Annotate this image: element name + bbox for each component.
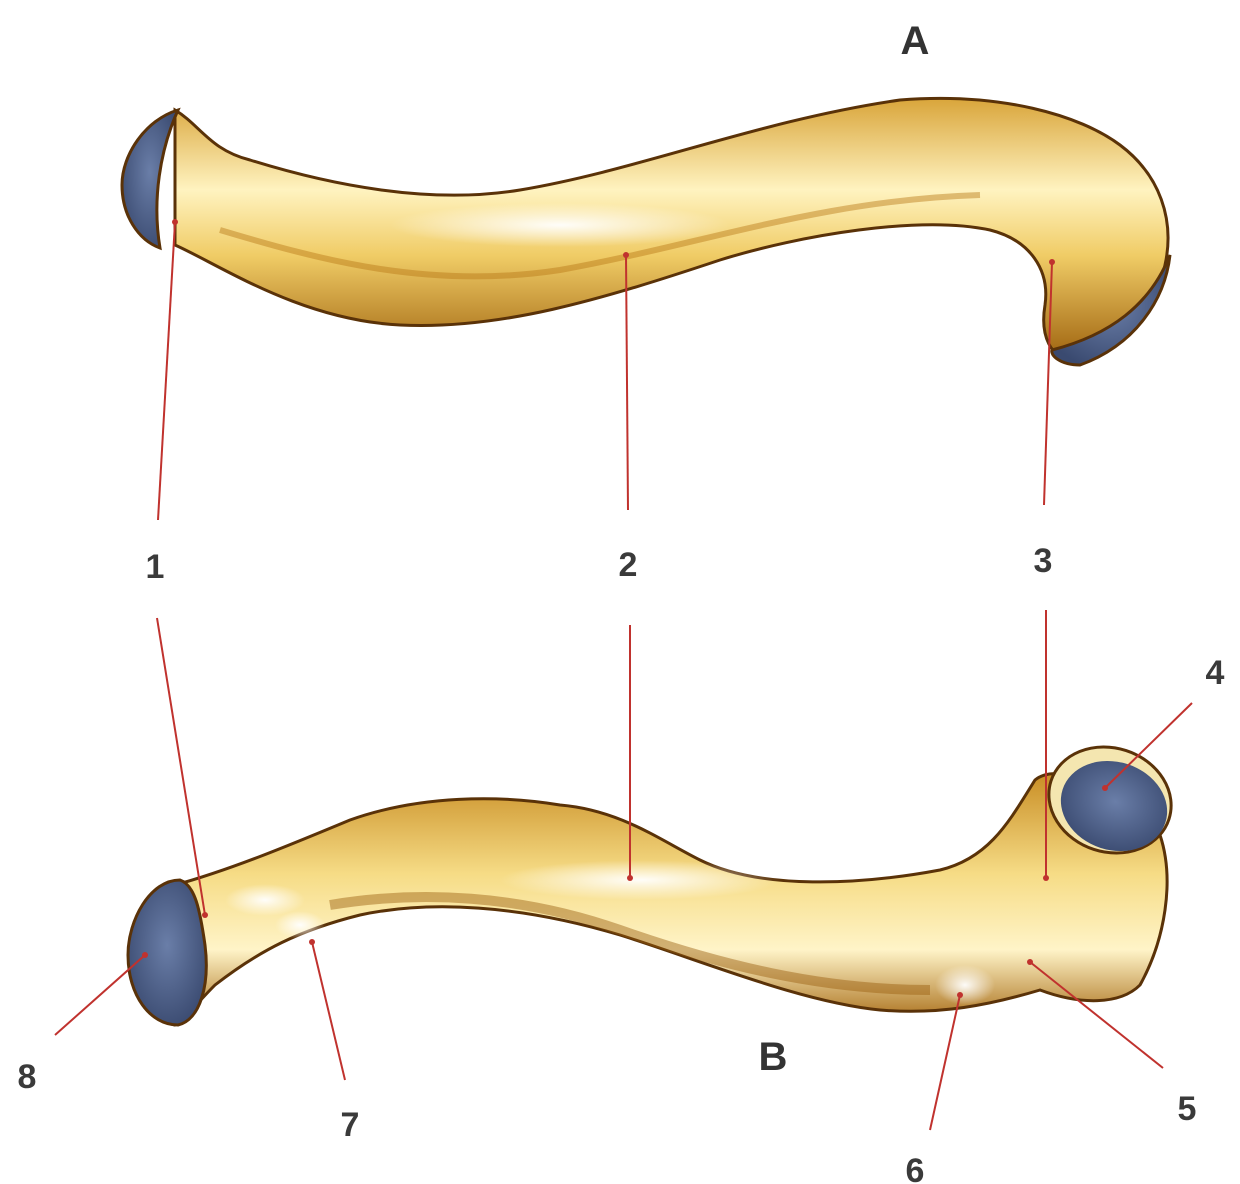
leader-2-a-dot bbox=[623, 252, 629, 258]
clavicle-b-highlight-impression bbox=[275, 911, 325, 939]
clavicle-view-b bbox=[128, 731, 1185, 1025]
clavicle-b-sternal-facet bbox=[128, 880, 206, 1025]
leader-1-b-dot bbox=[202, 912, 208, 918]
clavicle-view-a bbox=[122, 98, 1170, 365]
leader-7 bbox=[312, 942, 345, 1080]
label-1: 1 bbox=[146, 548, 165, 586]
clavicle-b-highlight-conoid bbox=[935, 965, 995, 1005]
label-6: 6 bbox=[906, 1152, 925, 1184]
leader-8-dot bbox=[142, 952, 148, 958]
leader-1-b bbox=[157, 618, 205, 915]
clavicle-b-highlight-shaft bbox=[500, 860, 780, 900]
leader-3-a-dot bbox=[1049, 259, 1055, 265]
leader-3-b-dot bbox=[1043, 875, 1049, 881]
clavicle-a-sternal-surface bbox=[122, 110, 178, 248]
leader-5-dot bbox=[1027, 959, 1033, 965]
label-8: 8 bbox=[18, 1058, 37, 1096]
view-label-b: B bbox=[759, 1035, 788, 1079]
leader-8 bbox=[55, 955, 145, 1035]
view-label-a: A bbox=[901, 19, 930, 63]
clavicle-b-highlight-medial bbox=[225, 884, 305, 916]
label-4: 4 bbox=[1206, 654, 1225, 692]
leader-2-a bbox=[626, 255, 628, 510]
leader-6-dot bbox=[957, 992, 963, 998]
leader-2-b-dot bbox=[627, 875, 633, 881]
leader-1-a bbox=[158, 222, 175, 520]
leader-4-dot bbox=[1102, 785, 1108, 791]
clavicle-a-highlight bbox=[390, 203, 730, 247]
leader-7-dot bbox=[309, 939, 315, 945]
label-7: 7 bbox=[341, 1106, 360, 1144]
leader-6 bbox=[930, 995, 960, 1130]
label-5: 5 bbox=[1178, 1090, 1197, 1128]
label-2: 2 bbox=[619, 546, 638, 584]
label-3: 3 bbox=[1034, 542, 1053, 580]
leader-1-a-dot bbox=[172, 219, 178, 225]
